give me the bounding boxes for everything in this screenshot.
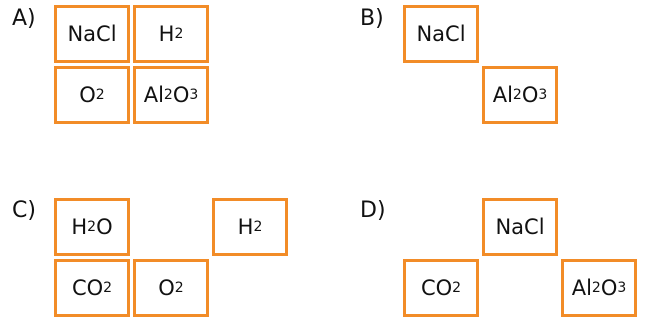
formula-text: Al: [492, 83, 513, 107]
formula-text: Al: [571, 276, 592, 300]
formula-text: O: [600, 276, 618, 300]
formula-text: NaCl: [67, 22, 117, 46]
formula-text: H: [158, 22, 175, 46]
formula-text: O: [172, 83, 190, 107]
option-d-cell: NaCl: [482, 198, 558, 256]
formula-text: O: [521, 83, 539, 107]
formula-text: CO: [420, 276, 453, 300]
formula-text: O: [158, 276, 175, 300]
formula-text: CO: [71, 276, 104, 300]
option-c-label: C): [12, 198, 36, 223]
formula-text: Al: [143, 83, 164, 107]
option-a-label: A): [12, 6, 36, 31]
formula-text: O: [79, 83, 96, 107]
option-a-cell: NaCl: [54, 5, 130, 63]
option-b-label: B): [360, 6, 384, 31]
formula-text: H: [71, 215, 88, 239]
formula-text: H: [237, 215, 254, 239]
option-b-cell: NaCl: [403, 5, 479, 63]
option-d-label: D): [360, 198, 386, 223]
formula-text: O: [96, 215, 113, 239]
formula-text: NaCl: [495, 215, 545, 239]
formula-text: NaCl: [416, 22, 466, 46]
